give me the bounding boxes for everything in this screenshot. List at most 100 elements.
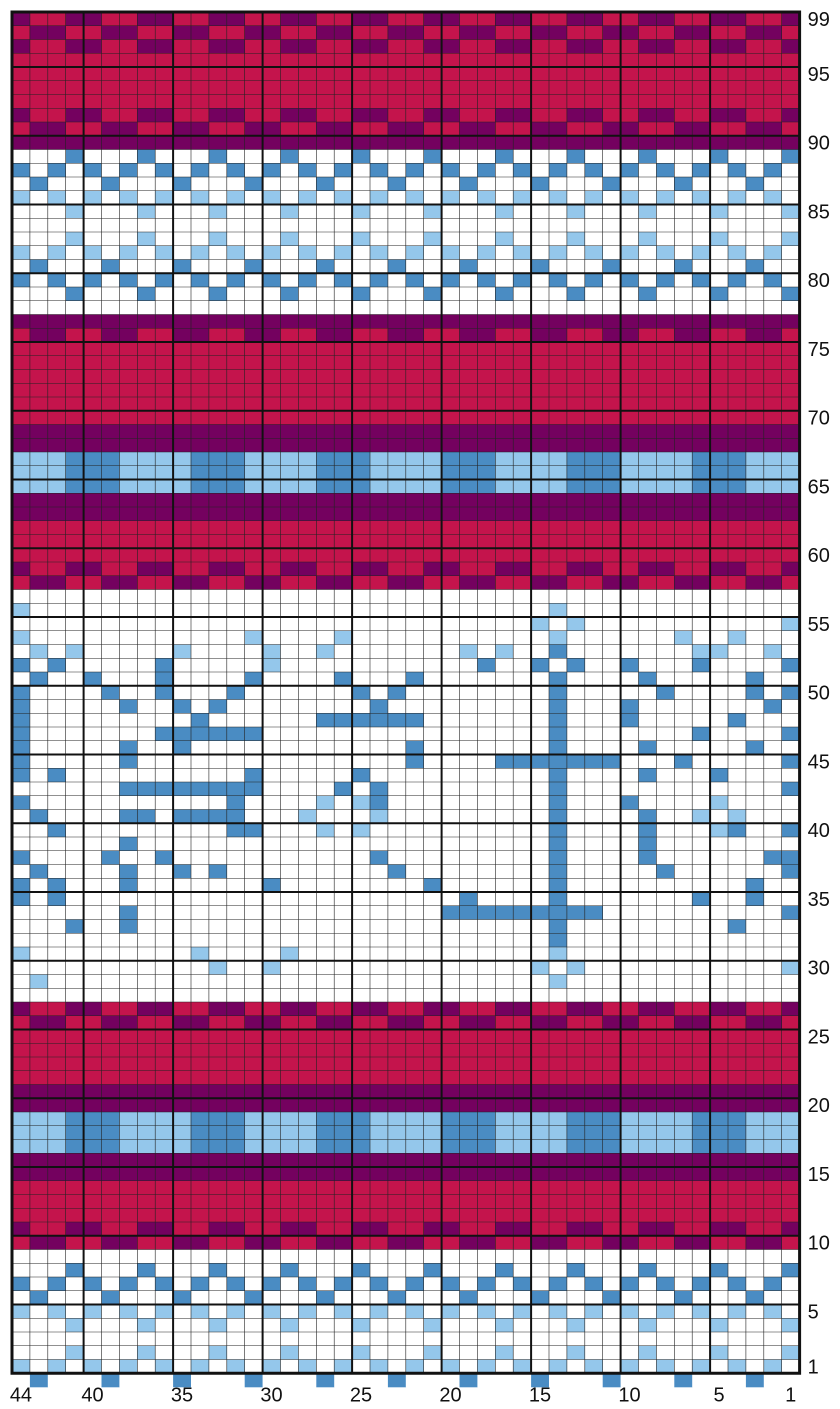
row-82-cells-43-43 xyxy=(30,246,48,260)
row-86-cells-33-33 xyxy=(209,191,227,205)
row-30-cells-13-13 xyxy=(567,961,585,975)
row-49-cells-10-10 xyxy=(621,700,639,714)
row-81-cells-35-35 xyxy=(173,260,191,274)
row-83-cells-16-14 xyxy=(513,232,567,246)
row-label-80: 80 xyxy=(808,270,830,292)
row-88-cells-5-5 xyxy=(710,163,728,177)
row-82-cells-21-21 xyxy=(424,246,442,260)
row-19-cells-6-4 xyxy=(692,1112,746,1126)
row-85-cells-21-21 xyxy=(424,205,442,219)
row-18-cells-44-42 xyxy=(12,1126,66,1140)
row-54-cells-3-1 xyxy=(746,631,800,645)
row-label-25: 25 xyxy=(808,1026,830,1048)
row-80-cells-20-20 xyxy=(442,273,460,287)
row-label-75: 75 xyxy=(808,339,830,361)
row-80-cells-16-16 xyxy=(513,273,531,287)
row-80-cells-27-27 xyxy=(316,273,334,287)
row-79-cells-21-21 xyxy=(424,287,442,301)
row-80-cells-12-12 xyxy=(585,273,603,287)
row-52-cells-9-7 xyxy=(639,658,693,672)
row-79-cells-4-2 xyxy=(728,287,782,301)
row-6-cells-38-36 xyxy=(119,1291,173,1305)
row-48-cells-34-34 xyxy=(191,713,209,727)
row-82-cells-10-10 xyxy=(621,246,639,260)
row-7-cells-35-35 xyxy=(173,1277,191,1291)
row-80-cells-30-30 xyxy=(263,273,281,287)
row-85-cells-32-30 xyxy=(227,205,281,219)
row-45-cells-7-7 xyxy=(674,755,692,769)
row-19-cells-20-18 xyxy=(442,1112,496,1126)
row-82-cells-33-33 xyxy=(209,246,227,260)
row-81-cells-44-44 xyxy=(12,260,30,274)
row-86-cells-12-12 xyxy=(585,191,603,205)
row-85-cells-12-10 xyxy=(585,205,639,219)
row-85-cells-41-41 xyxy=(66,205,84,219)
row-88-cells-11-11 xyxy=(603,163,621,177)
row-0-cells-18-16 xyxy=(477,1373,531,1387)
row-6-cells-14-12 xyxy=(549,1291,603,1305)
row-5-cells-4-4 xyxy=(728,1305,746,1319)
row-56-cells-13-1 xyxy=(567,603,800,617)
row-76-cells-1-1 xyxy=(782,328,800,342)
row-52-cells-15-15 xyxy=(531,658,549,672)
row-88-cells-26-26 xyxy=(334,163,352,177)
row-27-cells-44-44 xyxy=(12,1002,30,1016)
row-6-cells-6-4 xyxy=(692,1291,746,1305)
row-7-cells-20-20 xyxy=(442,1277,460,1291)
row-49-cells-43-39 xyxy=(30,700,120,714)
row-38-cells-39-39 xyxy=(102,851,120,865)
row-47-cells-44-44 xyxy=(12,727,30,741)
row-1-cells-15-15 xyxy=(531,1360,549,1374)
row-7-cells-41-41 xyxy=(66,1277,84,1291)
row-54-cells-25-15 xyxy=(352,631,549,645)
row-48-cells-9-5 xyxy=(639,713,729,727)
row-54-cells-26-26 xyxy=(334,631,352,645)
row-5-cells-9-9 xyxy=(639,1305,657,1319)
row-85-cells-16-14 xyxy=(513,205,567,219)
row-45-cells-37-23 xyxy=(137,755,406,769)
row-43-cells-14-14 xyxy=(549,782,567,796)
row-8-cells-29-29 xyxy=(281,1263,299,1277)
row-18-cells-3-1 xyxy=(746,1126,800,1140)
row-79-cells-17-17 xyxy=(495,287,513,301)
row-5-cells-35-35 xyxy=(173,1305,191,1319)
row-33-cells-3-1 xyxy=(746,920,800,934)
row-86-cells-38-38 xyxy=(119,191,137,205)
row-79-cells-41-41 xyxy=(66,287,84,301)
row-88-cells-10-10 xyxy=(621,163,639,177)
column-label-10: 10 xyxy=(618,1384,640,1406)
row-86-cells-19-19 xyxy=(460,191,478,205)
row-82-cells-6-6 xyxy=(692,246,710,260)
row-48-cells-44-44 xyxy=(12,713,30,727)
row-85-cells-1-1 xyxy=(782,205,800,219)
row-45-cells-38-38 xyxy=(119,755,137,769)
row-44-cells-8-6 xyxy=(656,768,710,782)
row-label-99: 99 xyxy=(808,9,830,31)
row-41-cells-44-44 xyxy=(12,810,30,824)
row-4-cells-12-10 xyxy=(585,1318,639,1332)
row-40-cells-30-28 xyxy=(263,823,317,837)
row-7-cells-8-8 xyxy=(656,1277,674,1291)
row-80-cells-22-22 xyxy=(406,273,424,287)
row-86-cells-23-23 xyxy=(388,191,406,205)
row-85-cells-13-13 xyxy=(567,205,585,219)
row-0-cells-23-23 xyxy=(388,1373,406,1387)
row-4-cells-29-29 xyxy=(281,1318,299,1332)
row-87-cells-6-4 xyxy=(692,177,746,191)
row-82-cells-11-11 xyxy=(603,246,621,260)
row-6-cells-30-28 xyxy=(263,1291,317,1305)
row-65-cells-44-42 xyxy=(12,480,66,494)
row-53-cells-19-19 xyxy=(460,645,478,659)
row-1-cells-28-28 xyxy=(298,1360,316,1374)
column-label-1: 1 xyxy=(785,1384,796,1406)
row-2-cells-32-30 xyxy=(227,1346,281,1360)
row-8-cells-40-38 xyxy=(84,1263,138,1277)
row-88-cells-19-19 xyxy=(460,163,478,177)
row-1-cells-39-39 xyxy=(102,1360,120,1374)
row-88-cells-9-9 xyxy=(639,163,657,177)
row-82-cells-32-32 xyxy=(227,246,245,260)
row-6-cells-11-11 xyxy=(603,1291,621,1305)
row-53-cells-43-43 xyxy=(30,645,48,659)
row-7-cells-1-1 xyxy=(782,1277,800,1291)
row-7-cells-26-26 xyxy=(334,1277,352,1291)
